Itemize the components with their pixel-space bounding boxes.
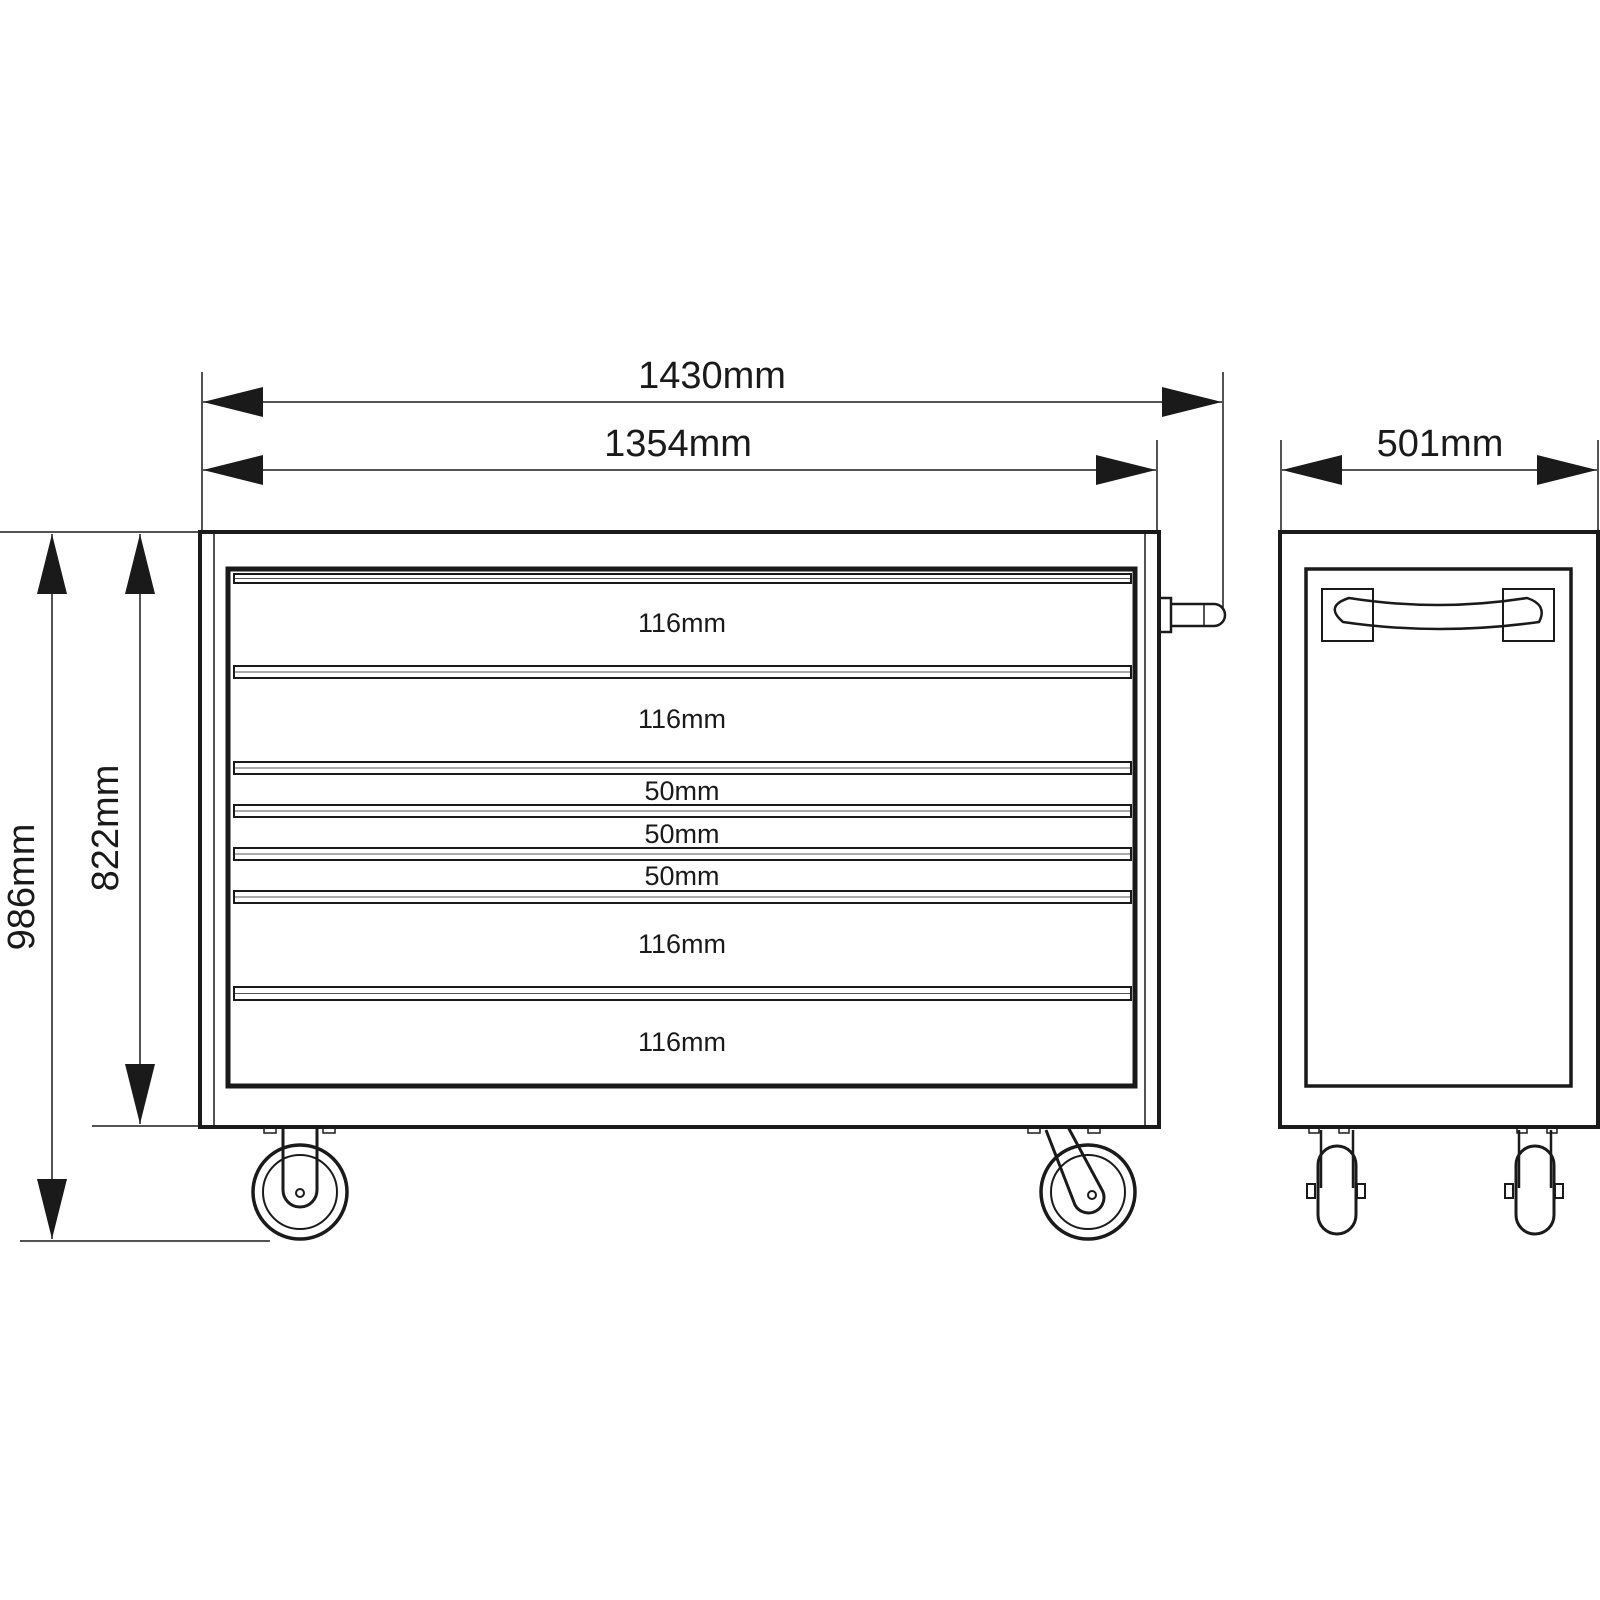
drawer-5-height-label: 50mm (644, 861, 719, 891)
cabinet-body (198, 530, 1161, 1129)
drawer-1: 116mm (233, 573, 1132, 638)
wheel-front-left (251, 1143, 349, 1241)
body-height-label: 822mm (85, 765, 127, 892)
drawer-4: 50mm (233, 804, 1132, 849)
drawer-7: 116mm (233, 986, 1132, 1057)
wheel-front-right (1039, 1143, 1137, 1241)
overall-height-label: 986mm (1, 824, 43, 951)
side-panel (1278, 530, 1600, 1129)
drawer-frame (225, 566, 1138, 1089)
carry-handle (1321, 588, 1555, 642)
drawer-2: 116mm (233, 665, 1132, 734)
side-view: 501mm (1278, 423, 1600, 1236)
caster-front-right (1027, 1126, 1137, 1241)
overall-width-label: 1430mm (638, 355, 786, 397)
drawer-2-height-label: 116mm (638, 704, 726, 734)
side-panel-inset (1304, 567, 1573, 1088)
caster-side-left (1306, 1126, 1366, 1236)
caster-side-right (1504, 1126, 1564, 1236)
drawer-6: 116mm (233, 890, 1132, 959)
wheel-side-left (1316, 1144, 1358, 1236)
drawer-1-height-label: 116mm (638, 608, 726, 638)
drawer-7-height-label: 116mm (638, 1027, 726, 1057)
caster-front-left (251, 1126, 349, 1241)
drawer-4-height-label: 50mm (644, 819, 719, 849)
drawer-6-height-label: 116mm (638, 929, 726, 959)
body-width-label: 1354mm (604, 423, 752, 465)
wheel-side-right (1514, 1144, 1556, 1236)
depth-label: 501mm (1377, 423, 1504, 465)
front-view: 1430mm 1354mm 116mm 116mm 50mm 5 (0, 355, 1227, 1242)
drawer-5: 50mm (233, 847, 1132, 891)
side-handle (1157, 596, 1227, 634)
drawer-3-height-label: 50mm (644, 776, 719, 806)
drawer-3: 50mm (233, 761, 1132, 806)
